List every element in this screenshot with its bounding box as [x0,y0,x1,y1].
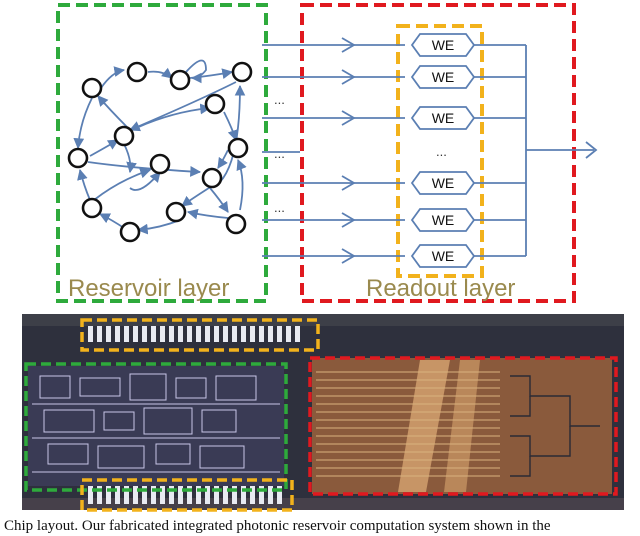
reservoir-ellipsis: ... [274,200,285,215]
chip-photo [22,314,624,512]
node [81,77,103,99]
node [67,147,89,169]
chip-reservoir-box [24,362,288,492]
we-label: WE [432,37,455,53]
reservoir-layer-label: Reservoir layer [68,275,229,302]
figure-caption: Chip layout. Our fabricated integrated p… [4,518,551,534]
readout-output-lines [474,44,598,257]
node [204,93,226,115]
readout-layer-box [300,3,576,303]
reservoir-nodes [67,61,253,243]
chip-bottom-pads-box [80,478,294,512]
node [119,221,141,243]
chip-readout-box [308,356,618,496]
we-label: WE [432,248,455,264]
node [126,61,148,83]
node [231,61,253,83]
chip-top-pads-box [80,318,320,352]
node [165,201,187,223]
node [201,167,223,189]
node [225,213,247,235]
we-blocks [410,33,476,268]
we-label: WE [432,175,455,191]
we-label: WE [432,110,455,126]
reservoir-edges [73,59,247,235]
readout-input-arrows [341,37,356,264]
reservoir-ellipsis: ... [274,92,285,107]
node [149,153,171,175]
node [113,125,135,147]
we-labels: WE WE WE WE WE WE [432,37,455,264]
we-label: WE [432,69,455,85]
we-ellipsis: ... [436,144,447,159]
node [227,137,249,159]
node [81,197,103,219]
readout-layer-label: Readout layer [366,275,515,302]
reservoir-ellipsis: ... [274,146,285,161]
we-group-box [396,24,484,278]
readout-input-lines [262,44,405,257]
node [169,69,191,91]
we-label: WE [432,212,455,228]
